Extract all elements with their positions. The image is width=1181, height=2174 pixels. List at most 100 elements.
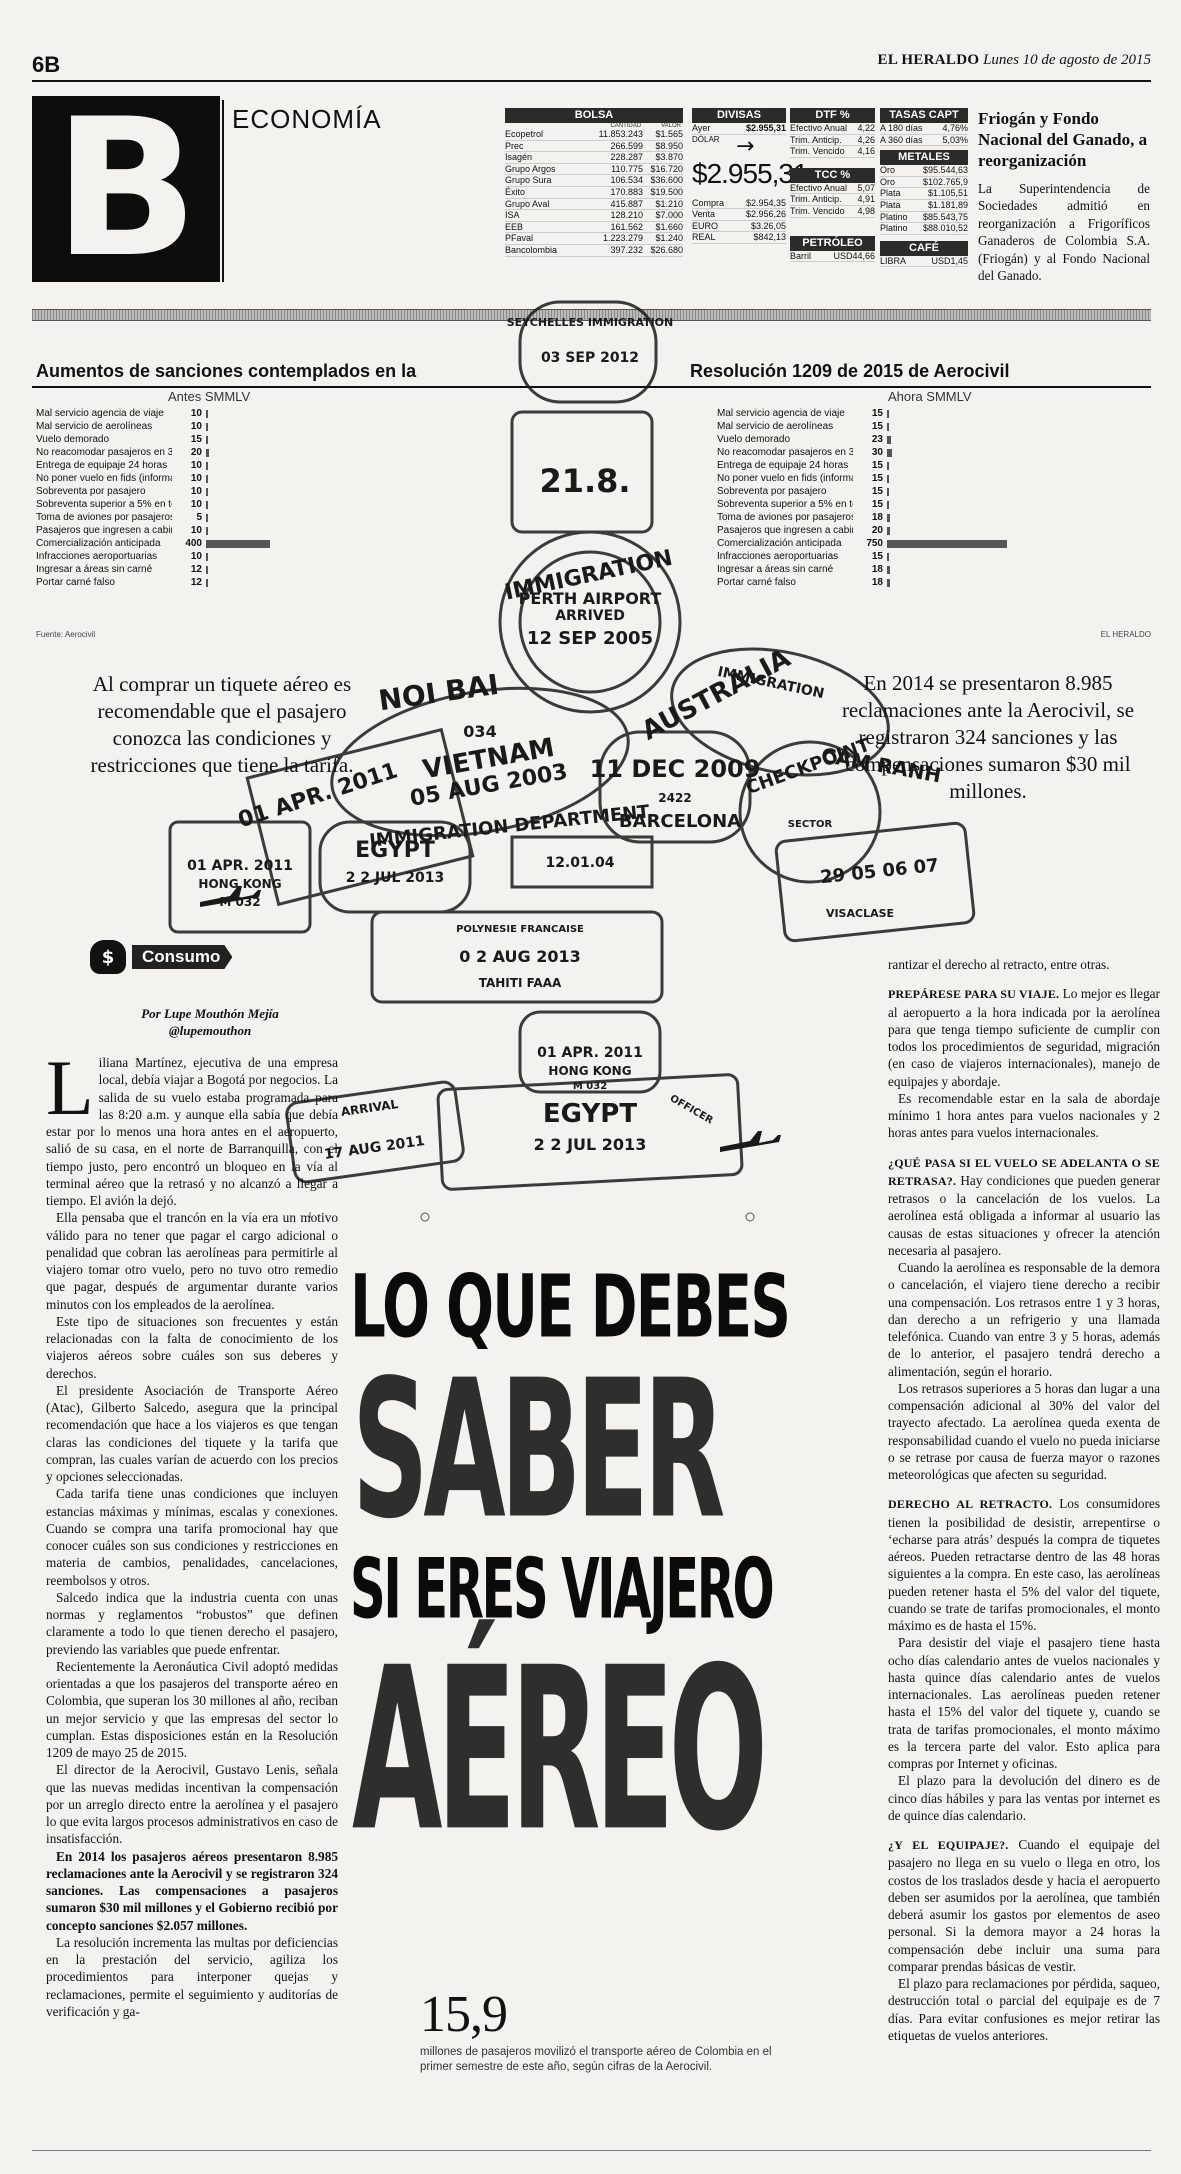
brief-body: La Superintendencia de Sociedades admiti… <box>978 181 1150 284</box>
sanction-bar-track <box>206 474 326 483</box>
hanger-ring <box>745 1212 755 1222</box>
sanction-value: 10 <box>190 473 202 484</box>
divisas-dolar-label: DÓLAR <box>692 134 720 144</box>
stamp-text: 21.8. <box>539 462 630 500</box>
stamp-arrival-tail <box>285 1080 465 1184</box>
stamp-seychelles <box>518 300 658 404</box>
sanction-bar <box>887 500 890 509</box>
consumo-label: Consumo <box>132 945 233 969</box>
article-paragraph: Este tipo de situaciones son frecuentes … <box>46 1313 338 1381</box>
section-divider <box>222 100 224 282</box>
stamp-text: 2422 <box>658 791 691 805</box>
tasas-title: TASAS CAPT <box>880 108 968 123</box>
sanction-value: 10 <box>190 486 202 497</box>
sanction-bar <box>206 552 208 561</box>
stamp-text: M 032 <box>573 1081 607 1092</box>
article-paragraph: El director de la Aerocivil, Gustavo Len… <box>46 1762 338 1847</box>
sanction-row: No poner vuelo en fids (información en p… <box>717 472 1007 485</box>
sanction-bar-track <box>887 500 1007 509</box>
sanction-label: Entrega de equipaje 24 horas <box>717 460 849 471</box>
brief-headline: Friogán y Fondo Nacional del Ganado, a r… <box>978 109 1148 170</box>
stamp-text: SEYCHELLES IMMIGRATION <box>507 316 673 329</box>
stamp-date-strip <box>510 835 654 889</box>
sanction-value: 15 <box>871 499 883 510</box>
pull-quote-right: En 2014 se presentaron 8.985 reclamacion… <box>841 671 1135 803</box>
sanction-bar <box>206 513 208 522</box>
sanction-bar-track <box>887 565 1007 574</box>
sanction-value: 15 <box>871 551 883 562</box>
arrow-right-icon: → <box>736 134 755 159</box>
sanction-value: 15 <box>871 473 883 484</box>
masthead: EL HERALDO Lunes 10 de agosto de 2015 <box>878 52 1151 69</box>
consumo-badge: $ Consumo <box>90 940 233 974</box>
stamp-text: 01 APR. 2011 <box>537 1045 643 1061</box>
metales-row: Oro$102.765,9 <box>880 176 968 189</box>
sanction-row: No reacomodar pasajeros en 3 horas por v… <box>36 446 326 459</box>
sanction-value: 15 <box>190 434 202 445</box>
page-number: 6B <box>32 52 61 77</box>
bolsa-title: BOLSA <box>505 108 683 123</box>
sanction-bar-track <box>206 409 326 418</box>
stat-number: 15,9 <box>420 1986 508 2043</box>
graphic-credit: EL HERALDO <box>1100 630 1151 639</box>
sanction-label: No poner vuelo en fids (información en p… <box>717 473 853 484</box>
sanction-bar <box>887 474 890 483</box>
sanction-bar-track <box>887 513 1007 522</box>
sanction-label: Portar carné falso <box>717 577 796 588</box>
sanction-label: Mal servicio de aerolíneas <box>36 421 153 432</box>
metales-row: Plata$1.181,89 <box>880 199 968 212</box>
sanction-bar-track <box>887 539 1007 548</box>
tcc-title: TCC % <box>790 167 875 183</box>
sanction-label: Vuelo demorado <box>36 434 110 445</box>
sanction-value: 10 <box>190 421 202 432</box>
sanction-value: 10 <box>190 551 202 562</box>
divisas-row: EURO$3.26,05 <box>692 220 786 233</box>
stamp-checkpoint <box>738 740 882 884</box>
headline-line-1: LO QUE DEBES <box>350 1258 791 1358</box>
stamp-text: POLYNESIE FRANCAISE <box>456 924 584 935</box>
sanction-label: Toma de aviones por pasajeros <box>717 512 853 523</box>
sanction-bar-track <box>887 435 1007 444</box>
sanction-label: Mal servicio de aerolíneas <box>717 421 834 432</box>
sanction-value: 20 <box>871 525 883 536</box>
subhead: ¿QUÉ PASA SI EL VUELO SE ADELANTA O SE R… <box>888 1155 1160 1188</box>
article-paragraph: PREPÁRESE PARA SU VIAJE. Lo mejor es lle… <box>888 986 1160 1089</box>
stamp-text: 2 2 JUL 2013 <box>534 1135 647 1154</box>
stamp-text: EGYPT <box>543 1099 637 1129</box>
sanction-label: Entrega de equipaje 24 horas <box>36 460 168 471</box>
sanction-bar <box>206 461 208 470</box>
article-paragraph: Los retrasos superiores a 5 horas dan lu… <box>888 1380 1160 1482</box>
stamp-vietnam <box>330 686 630 838</box>
cafe-title: CAFÉ <box>880 240 968 256</box>
money-bag-icon: $ <box>90 940 126 974</box>
sanction-bar <box>887 409 890 418</box>
article-paragraph: El plazo para reclamaciones por pérdida,… <box>888 1976 1160 2043</box>
stamp-perth <box>498 530 682 714</box>
sanction-value: 750 <box>866 538 883 549</box>
article-paragraph: ¿QUÉ PASA SI EL VUELO SE ADELANTA O SE R… <box>888 1155 1160 1258</box>
sanction-value: 400 <box>185 538 202 549</box>
tcc-row: Trim. Anticip.4,91 <box>790 194 875 206</box>
drop-cap: L <box>46 1054 94 1131</box>
sanction-label: Sobreventa superior a 5% en temporada al… <box>36 499 172 510</box>
